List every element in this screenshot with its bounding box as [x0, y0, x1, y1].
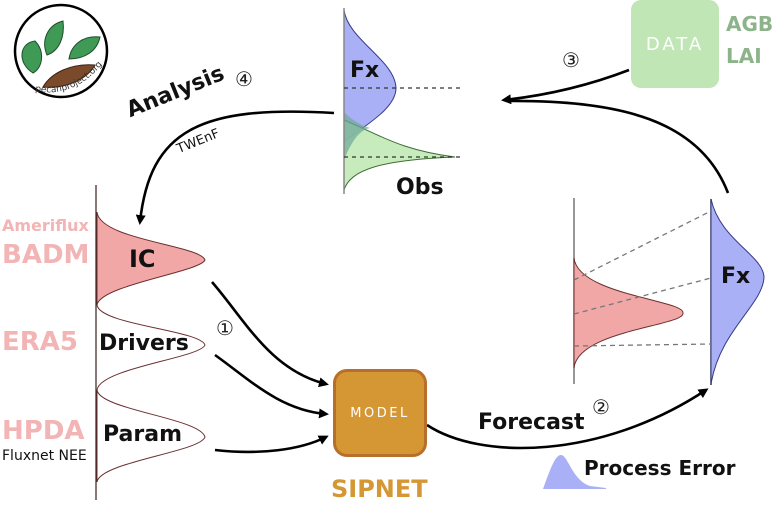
param-to-model-arrow [214, 435, 329, 454]
source-era5: ERA5 [2, 327, 78, 357]
data-box-label: DATA [645, 33, 705, 55]
ic-to-model-arrow [211, 281, 329, 388]
forecast-arrow [426, 388, 709, 450]
forecast-distributions [573, 198, 765, 385]
fx-right-distribution [710, 198, 765, 385]
step1-marker: ① [216, 316, 234, 340]
pecan-nut-icon [42, 64, 96, 88]
fx-right-label: Fx [721, 264, 751, 289]
ensemble-distribution [573, 257, 684, 369]
drivers-distribution [96, 304, 206, 391]
drivers-to-model-arrow [214, 353, 329, 419]
step3-marker: ③ [562, 48, 580, 72]
process-error-label: Process Error [584, 456, 736, 480]
leaf-icon [44, 20, 64, 56]
drivers-label: Drivers [99, 331, 189, 356]
source-ameriflux: Ameriflux [2, 216, 89, 235]
input-distributions [95, 185, 206, 500]
ic-label: IC [129, 245, 156, 273]
step4-marker: ④ [235, 67, 253, 91]
data-variable-lai: LAI [726, 44, 762, 68]
arrows [135, 68, 730, 454]
data-to-analysis-arrow [501, 68, 630, 105]
leaf-icon [68, 36, 101, 60]
param-distribution [96, 389, 206, 483]
model-box-label: MODEL [350, 405, 410, 421]
pecanproject-logo[interactable]: pecanproject.org [5, 3, 117, 99]
projection-line [573, 210, 712, 281]
source-fluxnet: Fluxnet NEE [2, 448, 87, 464]
forecast-label: Forecast [478, 410, 585, 435]
analysis-distributions [343, 8, 462, 194]
obs-label: Obs [396, 175, 444, 200]
fx-to-analysis-arrow [507, 99, 730, 194]
param-label: Param [103, 422, 182, 447]
ic-distribution [96, 211, 206, 306]
model-name: SIPNET [331, 475, 428, 503]
obs-distribution [343, 119, 456, 191]
process-error-distribution [543, 455, 606, 489]
analysis-arrow [135, 110, 335, 225]
fx-top-label: Fx [350, 58, 380, 83]
source-hpda: HPDA [2, 416, 85, 446]
projection-line [573, 277, 712, 315]
projection-line [573, 343, 712, 347]
step2-marker: ② [592, 395, 610, 419]
data-box[interactable]: DATA [631, 0, 719, 88]
data-variable-agb: AGB [726, 12, 774, 36]
model-box[interactable]: MODEL [333, 369, 427, 457]
source-badm: BADM [2, 240, 90, 270]
fx-obs-overlap [344, 112, 370, 160]
leaf-icon [21, 40, 42, 74]
